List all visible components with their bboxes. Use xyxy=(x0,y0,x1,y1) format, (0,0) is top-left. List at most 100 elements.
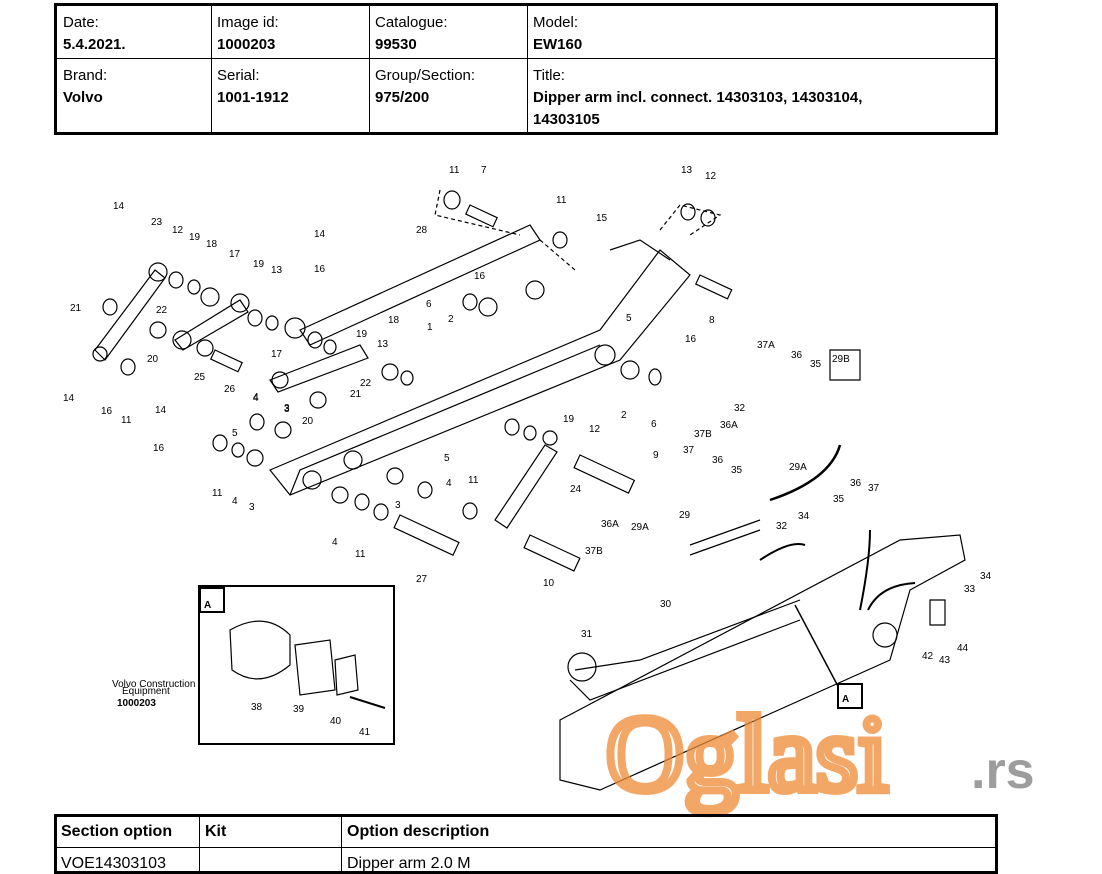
callout-label: 43 xyxy=(939,655,951,666)
header-col-divider xyxy=(527,6,528,132)
callout-label: 6 xyxy=(426,299,432,310)
inset-callout-labels: 38 39 40 41 xyxy=(251,702,371,738)
callout-label: 11 xyxy=(468,475,479,486)
serial-label: Serial: xyxy=(217,67,260,84)
image-id-cell: Image id: 1000203 xyxy=(211,6,369,56)
callout-label: 28 xyxy=(416,225,428,236)
callout-label: 34 xyxy=(980,571,992,582)
callout-label: 19 xyxy=(563,414,575,425)
options-header-kit: Kit xyxy=(205,823,227,840)
callout-label: 11 xyxy=(556,195,567,206)
callout-label: 2 xyxy=(621,410,627,421)
callout-label: 29A xyxy=(631,522,649,533)
date-cell: Date: 5.4.2021. xyxy=(57,6,211,56)
callout-label: 11 xyxy=(449,165,460,176)
options-header-section-option: Section option xyxy=(61,823,173,840)
callout-label: 36A xyxy=(601,519,619,530)
callout-label: 12 xyxy=(172,225,184,236)
callout-label: 3 xyxy=(284,404,290,415)
callout-label: 5 xyxy=(626,313,632,324)
serial-cell: Serial: 1001-1912 xyxy=(211,59,369,109)
callout-label: 15 xyxy=(596,213,608,224)
callout-label: 16 xyxy=(101,406,113,417)
callout-label: 22 xyxy=(360,378,372,389)
callout-label: 6 xyxy=(651,419,657,430)
callout-label: 23 xyxy=(151,217,163,228)
date-label: Date: xyxy=(63,14,99,31)
model-cell: Model: EW160 xyxy=(527,6,995,56)
callout-label: 16 xyxy=(153,443,165,454)
bushings xyxy=(92,262,640,504)
model-label: Model: xyxy=(533,14,579,31)
callout-label: 44 xyxy=(957,643,969,654)
callout-label: 29B xyxy=(832,354,850,365)
callout-label: 34 xyxy=(798,511,810,522)
callout-label: 4 xyxy=(332,537,338,548)
callout-label: 14 xyxy=(113,201,125,212)
callout-label: 35 xyxy=(833,494,845,505)
catalogue-cell: Catalogue: 99530 xyxy=(369,6,527,56)
watermark-text: Oglasi xyxy=(606,695,888,814)
callout-labels: 14 23 12 19 18 17 19 13 21 22 20 25 26 1… xyxy=(63,165,992,666)
header-col-divider xyxy=(211,6,212,132)
image-id-value: 1000203 xyxy=(217,36,276,53)
callout-label: 13 xyxy=(377,339,389,350)
source-note-line2: Equipment xyxy=(122,686,170,697)
section-marker-label: A xyxy=(842,694,849,705)
callout-label: 14 xyxy=(314,229,326,240)
header-row-divider xyxy=(57,58,995,59)
callout-label: 3 xyxy=(395,500,401,511)
callout-label: 39 xyxy=(293,704,305,715)
callout-label: 4 xyxy=(253,392,259,403)
callout-label: 18 xyxy=(206,239,218,250)
group-section-label: Group/Section: xyxy=(375,67,476,84)
title-value-line1: Dipper arm incl. connect. 14303103, 1430… xyxy=(533,89,863,106)
callout-label: 30 xyxy=(660,599,672,610)
brand-value: Volvo xyxy=(63,89,103,106)
options-row-option-description: Dipper arm 2.0 M xyxy=(347,855,471,872)
brand-cell: Brand: Volvo xyxy=(57,59,211,109)
callout-label: 7 xyxy=(481,165,487,176)
callout-label: 33 xyxy=(964,584,976,595)
callout-label: 19 xyxy=(356,329,368,340)
callout-label: 11 xyxy=(355,549,366,560)
options-row-section-option: VOE14303103 xyxy=(61,855,166,872)
title-value-line2: 14303105 xyxy=(533,111,600,128)
callout-label: 2 xyxy=(448,314,454,325)
callout-label: 16 xyxy=(314,264,326,275)
callout-label: 29 xyxy=(679,510,691,521)
callout-label: 11 xyxy=(121,415,132,426)
callout-label: 21 xyxy=(70,303,82,314)
catalogue-value: 99530 xyxy=(375,36,417,53)
model-value: EW160 xyxy=(533,36,583,53)
options-header-option-description: Option description xyxy=(347,823,490,840)
callout-label: 37 xyxy=(683,445,695,456)
callout-label: 42 xyxy=(922,651,934,662)
callout-label: 4 xyxy=(446,478,452,489)
catalogue-label: Catalogue: xyxy=(375,14,448,31)
callout-label: 13 xyxy=(271,265,283,276)
callout-label: 16 xyxy=(474,271,486,282)
callout-label: 14 xyxy=(63,393,75,404)
callout-label: 20 xyxy=(147,354,159,365)
group-section-value: 975/200 xyxy=(375,89,430,106)
callout-label: 35 xyxy=(731,465,743,476)
callout-label: 36 xyxy=(712,455,724,466)
callout-label: 29A xyxy=(789,462,807,473)
callout-label: 9 xyxy=(653,450,659,461)
callout-label: 26 xyxy=(224,384,236,395)
callout-label: 27 xyxy=(416,574,428,585)
brand-label: Brand: xyxy=(63,67,108,84)
callout-label: 17 xyxy=(229,249,241,260)
header-col-divider xyxy=(369,6,370,132)
callout-label: 36 xyxy=(791,350,803,361)
watermark-suffix: .rs xyxy=(971,742,1035,800)
source-note-line3: 1000203 xyxy=(117,698,156,709)
callout-label: 36 xyxy=(850,478,862,489)
title-cell: Title: Dipper arm incl. connect. 1430310… xyxy=(527,59,995,131)
callout-label: 20 xyxy=(302,416,314,427)
callout-label: 19 xyxy=(253,259,265,270)
callout-label: 4 xyxy=(232,496,238,507)
callout-label: 14 xyxy=(155,405,167,416)
callout-label: 1 xyxy=(427,322,433,333)
